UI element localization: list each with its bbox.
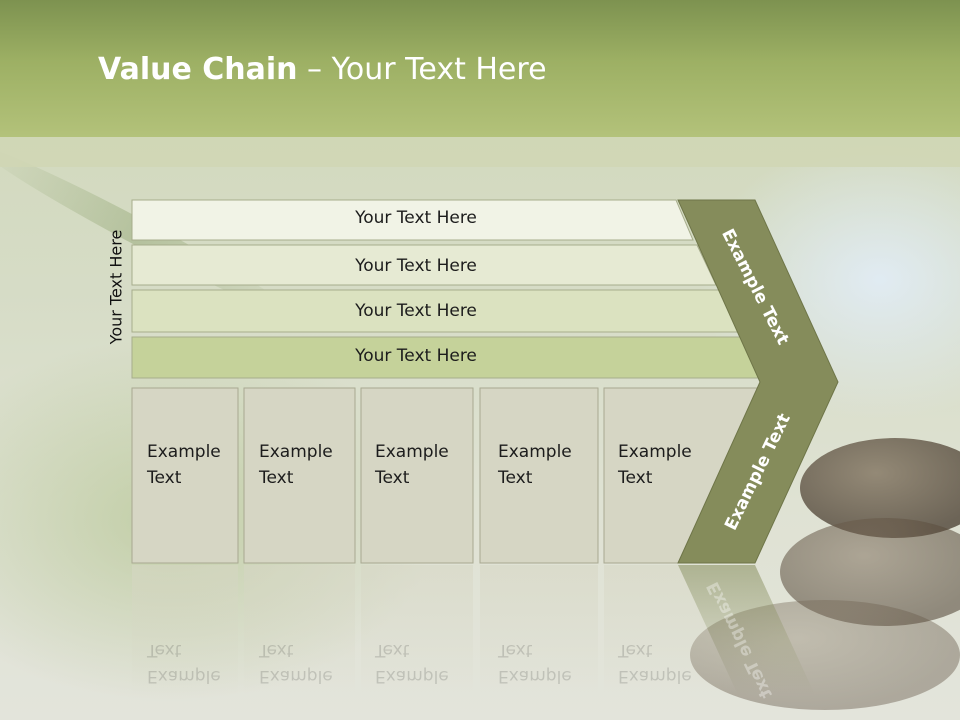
box-2-shape [243, 387, 356, 564]
box-3-label: Example Text [375, 439, 449, 491]
title-bar [0, 0, 960, 137]
box-5-reflection-line-2: Text [618, 640, 653, 660]
box-4-shape [479, 387, 599, 564]
box-2-label-reflection: Example Text [259, 637, 333, 689]
row-3-label: Your Text Here [355, 301, 477, 321]
box-1-line-2: Text [147, 468, 182, 488]
box-2-line-1: Example [259, 442, 333, 462]
box-2-line-2: Text [259, 468, 294, 488]
box-1-label: Example Text [147, 439, 221, 491]
stone-middle [780, 518, 960, 626]
box-4-line-2: Text [498, 468, 533, 488]
box-4-reflection-line-2: Text [498, 640, 533, 660]
row-1-shape [131, 199, 694, 241]
box-1-line-1: Example [147, 442, 221, 462]
box-1-label-reflection: Example Text [147, 637, 221, 689]
box-5-line-1: Example [618, 442, 692, 462]
box-3-reflection-line-1: Example [375, 666, 449, 686]
box-3-shape [360, 387, 474, 564]
box-3-line-1: Example [375, 442, 449, 462]
box-2-label: Example Text [259, 439, 333, 491]
row-4-label: Your Text Here [355, 346, 477, 366]
box-5-label-reflection: Example Text [618, 637, 692, 689]
box-3-line-2: Text [375, 468, 410, 488]
box-1-reflection-line-1: Example [147, 666, 221, 686]
box-4-line-1: Example [498, 442, 572, 462]
row-1-label: Your Text Here [355, 208, 477, 228]
box-3-reflection [361, 565, 473, 695]
box-3-reflection-line-2: Text [375, 640, 410, 660]
title-bar-band [0, 137, 960, 167]
box-4-reflection [480, 565, 598, 695]
box-4-label: Example Text [498, 439, 572, 491]
slide-title-bold: Value Chain [98, 52, 298, 87]
box-4-reflection-line-1: Example [498, 666, 572, 686]
box-1-reflection-line-2: Text [147, 640, 182, 660]
box-5-reflection [604, 565, 738, 695]
row-2-label: Your Text Here [355, 256, 477, 276]
chevron-shape [677, 199, 839, 564]
box-1-reflection [132, 565, 238, 695]
box-4-label-reflection: Example Text [498, 637, 572, 689]
slide-title-rest: – Your Text Here [297, 52, 547, 87]
chevron-reflection [678, 565, 815, 695]
box-3-label-reflection: Example Text [375, 637, 449, 689]
box-5-reflection-line-1: Example [618, 666, 692, 686]
box-5-line-2: Text [618, 468, 653, 488]
slide-title: Value Chain – Your Text Here [98, 52, 547, 87]
box-1-shape [131, 387, 239, 564]
box-2-reflection-line-2: Text [259, 640, 294, 660]
box-5-label: Example Text [618, 439, 692, 491]
box-2-reflection [244, 565, 355, 695]
box-2-reflection-line-1: Example [259, 666, 333, 686]
